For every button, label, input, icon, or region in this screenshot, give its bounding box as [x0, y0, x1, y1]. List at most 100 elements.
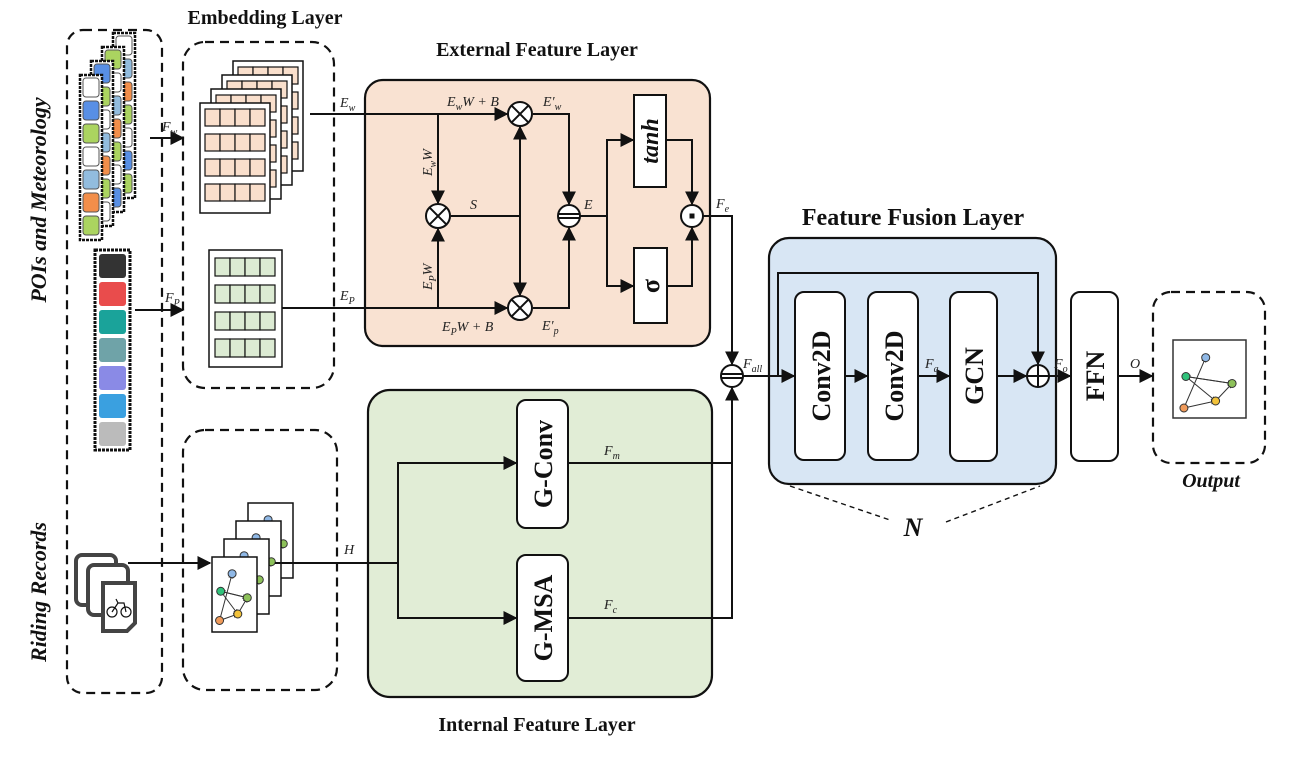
hadamard-op: [680, 204, 704, 228]
graph-edge: [1183, 399, 1217, 409]
repeat-bracket-left: [789, 485, 891, 521]
tanh-out-line: [666, 139, 699, 206]
concat-op-fall: [720, 364, 744, 388]
poi-icon: [99, 254, 126, 278]
label-o: O: [1130, 357, 1140, 372]
multiply-op-s: [425, 203, 451, 229]
embedding-cell: [214, 284, 231, 304]
internal-feature-layer-title: Internal Feature Layer: [438, 714, 635, 736]
embedding-cell: [234, 133, 251, 152]
label-fo: Fo: [1053, 357, 1068, 375]
label-ep: EP: [339, 289, 355, 307]
embedding-cell: [229, 338, 246, 358]
label-eww: EwW: [421, 148, 439, 177]
label-ewwb: EwW + B: [446, 95, 499, 113]
weather-icon: [82, 100, 100, 121]
graph-node: [1181, 372, 1191, 381]
label-epwb: EPW + B: [441, 320, 494, 338]
to-gconv-line: [397, 456, 518, 563]
graph-edge: [1185, 374, 1233, 384]
poi-icon: [99, 394, 126, 418]
embedding-cell: [259, 257, 276, 277]
gcn-block: [949, 291, 998, 462]
graph-node: [1201, 353, 1211, 363]
embedding-cell: [249, 133, 266, 152]
sigma-out-line: [667, 226, 699, 287]
poi-icons: [93, 248, 132, 452]
poi-icon: [99, 338, 126, 362]
internal-feature-layer-box: [366, 388, 714, 699]
weather-icon: [82, 146, 100, 167]
feature-fusion-layer-title: Feature Fusion Layer: [802, 205, 1025, 231]
graph-edge: [220, 589, 248, 599]
gconv-label: G-Conv: [529, 420, 558, 508]
graph-node: [242, 593, 252, 603]
hadamard-icon: [689, 213, 695, 219]
bike-record-icon: [101, 581, 137, 633]
label-fc: Fc: [603, 598, 618, 616]
embedding-cell: [219, 133, 236, 152]
conv2d-block-1: [794, 291, 846, 461]
riding-record-icons: [74, 553, 137, 633]
embedding-cell: [249, 108, 266, 127]
label-epw: EPW: [421, 262, 439, 291]
fc-line: [568, 463, 733, 619]
input-data-container: [65, 28, 164, 695]
embedding-cell: [244, 311, 261, 331]
gconv-block: [516, 399, 569, 529]
to-gmsa-line: [397, 563, 518, 625]
tanh-block: [633, 94, 667, 188]
gmsa-label: G-MSA: [529, 574, 558, 661]
label-h: H: [343, 543, 355, 558]
embedding-cell: [214, 338, 231, 358]
graph-node: [1227, 379, 1237, 388]
add-op-residual: [1026, 364, 1050, 388]
graph-edge: [220, 590, 239, 615]
gmsa-block: [516, 554, 569, 682]
embedding-cell: [244, 284, 261, 304]
label-ep-prime: E′p: [541, 319, 559, 337]
add-icon: [1027, 365, 1049, 387]
concat-icon: [721, 373, 743, 379]
embedding-lower-container: [181, 428, 339, 692]
embedding-cell: [229, 311, 246, 331]
gcn-label: GCN: [960, 347, 989, 405]
label-fw: Fw: [161, 120, 178, 138]
graph-edge: [1183, 357, 1207, 409]
graph-node: [215, 616, 225, 625]
graph-card: [211, 556, 258, 633]
to-tanh-line: [606, 133, 635, 216]
weather-icon: [82, 169, 100, 190]
graph-node: [233, 609, 243, 619]
embedding-cell: [249, 158, 266, 177]
concat-op-e-circle: [557, 204, 581, 228]
embedding-cell: [259, 284, 276, 304]
concat-icon: [558, 213, 580, 219]
embedding-upper-container: [181, 40, 336, 390]
weather-icon: [82, 215, 100, 236]
multiply-icon: [428, 206, 448, 226]
graph-node: [1211, 396, 1221, 406]
embedding-cell: [219, 183, 236, 202]
embedding-cell: [234, 108, 251, 127]
embedding-cell: [219, 108, 236, 127]
sigma-block: [633, 247, 668, 324]
poi-icon: [99, 310, 126, 334]
ew-prime-line: [533, 113, 576, 206]
label-fe: Fe: [715, 197, 730, 215]
embedding-cell: [249, 183, 266, 202]
ffn-label: FFN: [1081, 351, 1110, 402]
embedding-cell: [244, 338, 261, 358]
label-e: E: [583, 198, 593, 213]
ffn-block: [1070, 291, 1119, 462]
tanh-label: tanh: [638, 118, 664, 163]
poi-embedding-card: [208, 249, 283, 368]
poi-icon: [99, 282, 126, 306]
pois-meteorology-label: POIs and Meteorology: [26, 97, 51, 304]
sigma-label: σ: [636, 279, 665, 293]
embedding-cell: [229, 284, 246, 304]
concat-op-e: [557, 204, 581, 228]
residual-line: [777, 272, 1045, 376]
embedding-cell: [214, 257, 231, 277]
